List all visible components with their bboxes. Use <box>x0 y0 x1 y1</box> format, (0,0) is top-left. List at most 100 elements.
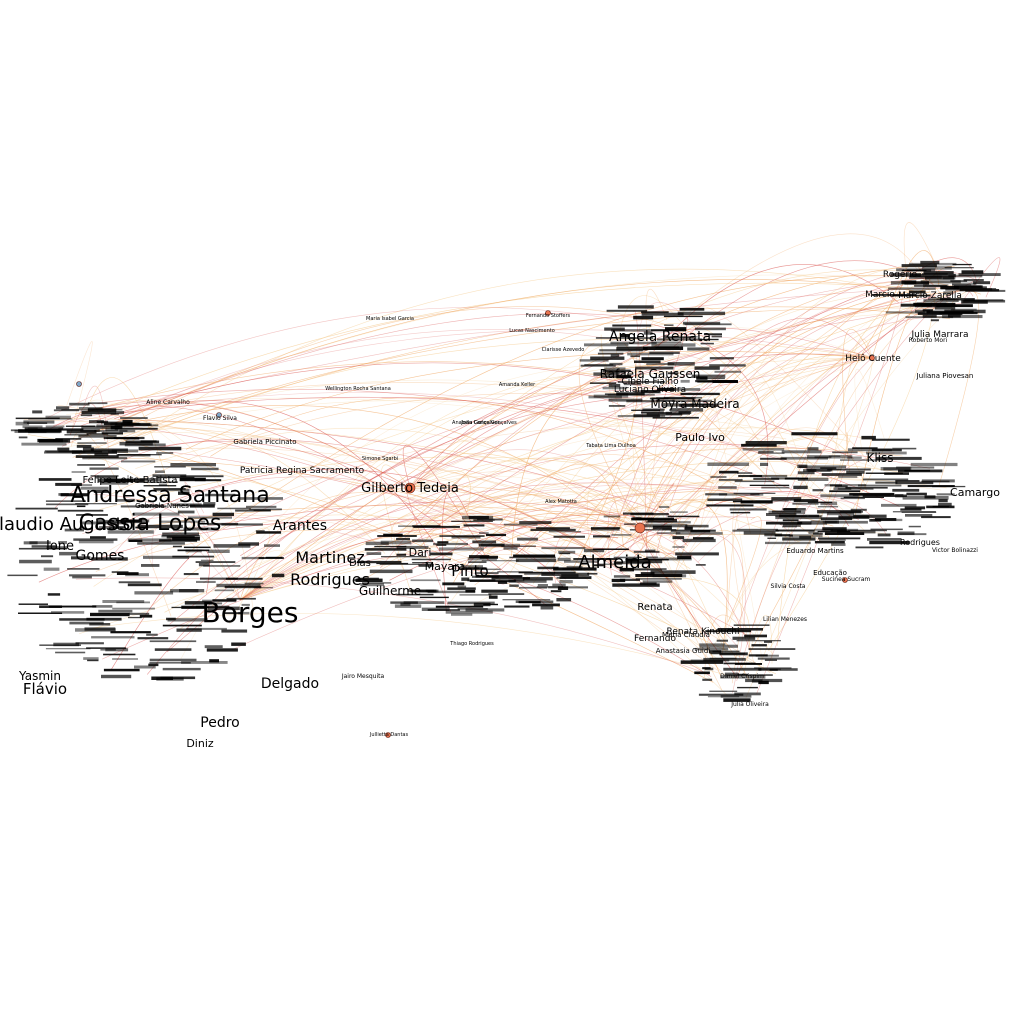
cluster-text-mark <box>61 409 104 411</box>
cluster-text-mark <box>707 498 743 501</box>
cluster-text-mark <box>204 645 223 649</box>
node-label: Jairo Mesquita <box>341 673 385 680</box>
cluster-text-mark <box>694 671 710 675</box>
cluster-text-mark <box>447 601 495 605</box>
cluster-text-mark <box>28 430 61 434</box>
cluster-text-mark <box>86 617 122 621</box>
graph-edge <box>553 524 647 584</box>
graph-edge <box>410 284 903 545</box>
cluster-text-mark <box>922 266 952 270</box>
cluster-text-mark <box>821 473 862 476</box>
cluster-text-mark <box>559 580 573 584</box>
cluster-text-mark <box>827 468 871 471</box>
cluster-text-mark <box>623 383 642 386</box>
cluster-text-mark <box>719 470 739 474</box>
cluster-text-mark <box>508 579 547 583</box>
cluster-text-mark <box>764 640 773 643</box>
cluster-text-mark <box>97 519 142 524</box>
cluster-text-mark <box>694 647 729 651</box>
cluster-text-mark <box>110 631 151 634</box>
cluster-text-mark <box>905 514 933 517</box>
graph-node <box>869 355 875 361</box>
cluster-text-mark <box>691 374 726 378</box>
graph-edge <box>140 438 641 529</box>
cluster-text-mark <box>602 386 628 390</box>
cluster-text-mark <box>938 499 948 503</box>
graph-edge <box>186 275 914 555</box>
graph-edge <box>726 506 751 629</box>
cluster-text-mark <box>678 411 692 414</box>
cluster-text-mark <box>412 562 431 564</box>
cluster-text-mark <box>646 557 692 561</box>
cluster-text-mark <box>743 531 776 535</box>
cluster-text-mark <box>362 582 392 584</box>
cluster-text-mark <box>114 427 158 430</box>
cluster-text-mark <box>609 362 623 366</box>
cluster-text-mark <box>561 574 579 578</box>
graph-edge <box>409 390 654 489</box>
cluster-text-mark <box>60 493 88 497</box>
cluster-text-mark <box>89 420 104 424</box>
cluster-text-mark <box>396 537 410 541</box>
cluster-text-mark <box>128 612 150 615</box>
cluster-text-mark <box>226 597 256 600</box>
cluster-text-mark <box>904 281 929 285</box>
cluster-text-mark <box>828 455 841 457</box>
cluster-text-mark <box>610 354 620 357</box>
cluster-text-mark <box>474 572 499 575</box>
graph-edge <box>736 452 895 681</box>
cluster-text-mark <box>177 510 195 514</box>
node-label: Camargo <box>950 486 1000 499</box>
cluster-text-mark <box>921 480 950 483</box>
graph-edge <box>380 464 412 594</box>
cluster-text-mark <box>360 583 384 587</box>
node-label: Arantes <box>273 518 327 534</box>
cluster-text-mark <box>253 509 271 511</box>
cluster-text-mark <box>64 528 84 532</box>
cluster-text-mark <box>890 273 921 277</box>
cluster-text-mark <box>675 552 719 556</box>
cluster-text-mark <box>799 535 811 539</box>
cluster-text-mark <box>799 465 846 469</box>
cluster-text-mark <box>88 409 123 411</box>
cluster-text-mark <box>963 299 1006 303</box>
cluster-text-mark <box>497 571 533 573</box>
graph-edge <box>651 272 976 579</box>
cluster-text-mark <box>817 510 862 514</box>
cluster-text-mark <box>838 488 874 490</box>
cluster-text-mark <box>896 466 935 469</box>
cluster-text-mark <box>901 511 937 513</box>
node-label: Victor Bolinazzi <box>932 547 978 554</box>
cluster-text-mark <box>693 537 714 540</box>
cluster-text-mark <box>635 578 682 580</box>
cluster-text-mark <box>608 398 643 402</box>
cluster-text-mark <box>48 605 97 608</box>
cluster-text-mark <box>694 327 726 331</box>
cluster-text-mark <box>503 547 518 550</box>
cluster-text-mark <box>458 568 501 570</box>
graph-edge <box>85 279 930 438</box>
cluster-text-mark <box>559 576 592 579</box>
cluster-text-mark <box>584 343 629 347</box>
cluster-text-mark <box>610 341 657 345</box>
cluster-text-mark <box>723 667 762 671</box>
cluster-text-mark <box>881 503 917 507</box>
graph-edge <box>93 357 873 587</box>
cluster-text-mark <box>136 481 178 483</box>
cluster-text-mark <box>187 516 232 519</box>
graph-edge <box>465 526 691 571</box>
graph-edge <box>239 288 968 601</box>
cluster-text-mark <box>869 541 910 545</box>
cluster-text-mark <box>595 337 636 339</box>
cluster-text-mark <box>152 474 187 477</box>
graph-edge <box>639 274 922 529</box>
cluster-text-mark <box>517 537 538 541</box>
cluster-text-mark <box>102 600 145 603</box>
cluster-text-mark <box>593 394 629 398</box>
cluster-text-mark <box>115 411 125 415</box>
cluster-text-mark <box>598 563 623 565</box>
graph-edge <box>639 316 930 529</box>
graph-edge <box>28 417 799 542</box>
cluster-text-mark <box>590 527 621 529</box>
